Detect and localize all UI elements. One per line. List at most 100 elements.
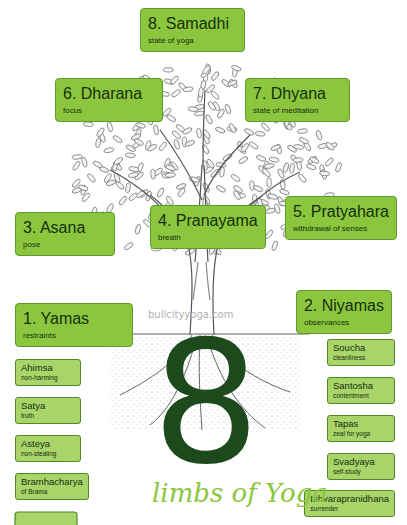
leaf: [230, 173, 241, 182]
leaf: [128, 172, 139, 178]
leaf: [165, 172, 175, 177]
leaf: [171, 130, 181, 140]
leaf: [264, 229, 273, 240]
leaf: [306, 163, 317, 170]
leaf: [125, 183, 131, 193]
limb-meaning: pose: [23, 240, 107, 250]
tree-trunk: [110, 90, 300, 335]
leaf: [249, 180, 254, 190]
limb-meaning: restraints: [23, 331, 125, 341]
limb-meaning: contentment: [333, 392, 389, 400]
limb-name: 6. Dharana: [63, 84, 155, 103]
limb-name: 7. Dhyana: [253, 84, 342, 103]
limb-meaning: self-study: [333, 468, 389, 476]
leaf: [129, 166, 140, 172]
leaf: [297, 128, 307, 133]
leaf: [261, 167, 271, 177]
leaf: [202, 65, 212, 76]
leaf: [210, 71, 219, 82]
leaf: [71, 178, 81, 188]
leaf: [316, 130, 323, 141]
leaf: [107, 121, 113, 132]
leaf: [153, 125, 159, 136]
leaf: [188, 106, 198, 111]
sub-limb-box: Santoshacontentment: [327, 377, 395, 404]
limb-meaning: non-harming: [21, 374, 75, 382]
leaf: [335, 162, 343, 173]
leaf: [78, 184, 89, 191]
leaf: [227, 79, 238, 87]
leaf: [260, 122, 270, 132]
limb-box: 1. Yamasrestraints: [15, 303, 133, 347]
leaf: [309, 156, 320, 165]
limb-meaning: truth: [21, 412, 75, 420]
leaf: [95, 138, 101, 149]
limb-name: 5. Pratyahara: [293, 202, 389, 221]
leaf: [113, 156, 124, 165]
leaf: [104, 147, 115, 153]
limb-name: Ahimsa: [21, 362, 75, 374]
leaf: [264, 163, 275, 169]
sub-limb-box: Tapaszeal for yoga: [327, 415, 395, 442]
leaf: [248, 141, 259, 150]
leaf: [256, 154, 267, 162]
limb-meaning: cleanliness: [333, 354, 389, 362]
leaf: [274, 203, 281, 214]
leaf: [125, 153, 135, 158]
leaf: [210, 90, 220, 100]
leaf: [169, 75, 179, 85]
leaf: [224, 104, 232, 115]
limb-name: Santosha: [333, 380, 389, 392]
limb-meaning: withdrawal of senses: [293, 224, 389, 234]
leaf: [215, 184, 226, 193]
limb-box: 7. Dhyanastate of meditation: [245, 78, 350, 122]
leaf: [244, 128, 255, 136]
sub-limb-box: Bramhacharyaof Brama: [15, 473, 89, 500]
leaf: [133, 138, 144, 147]
leaf: [177, 187, 186, 198]
leaf: [207, 101, 217, 112]
leaf: [215, 126, 226, 134]
sub-limb-box: Souchacleanliness: [327, 339, 395, 366]
leaf: [255, 131, 265, 136]
limb-meaning: of Brama: [21, 488, 83, 496]
leaf: [112, 135, 123, 144]
leaf: [205, 114, 214, 125]
leaf: [217, 108, 226, 119]
leaf: [298, 136, 309, 144]
limb-box: 5. Pratyahara withdrawal of senses: [285, 196, 397, 240]
leaf: [81, 192, 91, 202]
big-number: 8: [152, 318, 260, 488]
leaf: [206, 158, 215, 169]
limb-name: 2. Niyamas: [304, 296, 384, 315]
leaf: [162, 107, 172, 117]
leaf: [267, 193, 278, 200]
leaf: [123, 242, 134, 251]
leaf: [83, 122, 93, 127]
poster-title: limbs of Yoga: [152, 478, 328, 508]
limb-name: Svadyaya: [333, 456, 389, 468]
leaf: [289, 163, 295, 173]
leaf: [287, 144, 298, 153]
leaf: [158, 141, 168, 152]
limb-meaning: observances: [304, 318, 384, 328]
leaf: [163, 68, 173, 73]
cut-off-box: [15, 512, 77, 525]
leaf: [171, 89, 182, 98]
limb-name: 4. Pranayama: [158, 211, 258, 230]
leaf: [72, 154, 82, 159]
leaf: [81, 157, 88, 168]
limb-box: 4. Pranayama breath: [150, 205, 266, 249]
leaf: [196, 128, 202, 139]
leaf: [282, 162, 289, 173]
leaf: [325, 141, 335, 151]
leaf: [184, 139, 195, 147]
limb-name: 3. Asana: [23, 218, 107, 237]
leaf: [267, 178, 272, 188]
limb-box: 2. Niyamas observances: [296, 290, 392, 334]
leaf: [135, 224, 142, 235]
leaf: [86, 173, 96, 183]
leaf: [151, 169, 156, 179]
limb-meaning: breath: [158, 233, 258, 243]
